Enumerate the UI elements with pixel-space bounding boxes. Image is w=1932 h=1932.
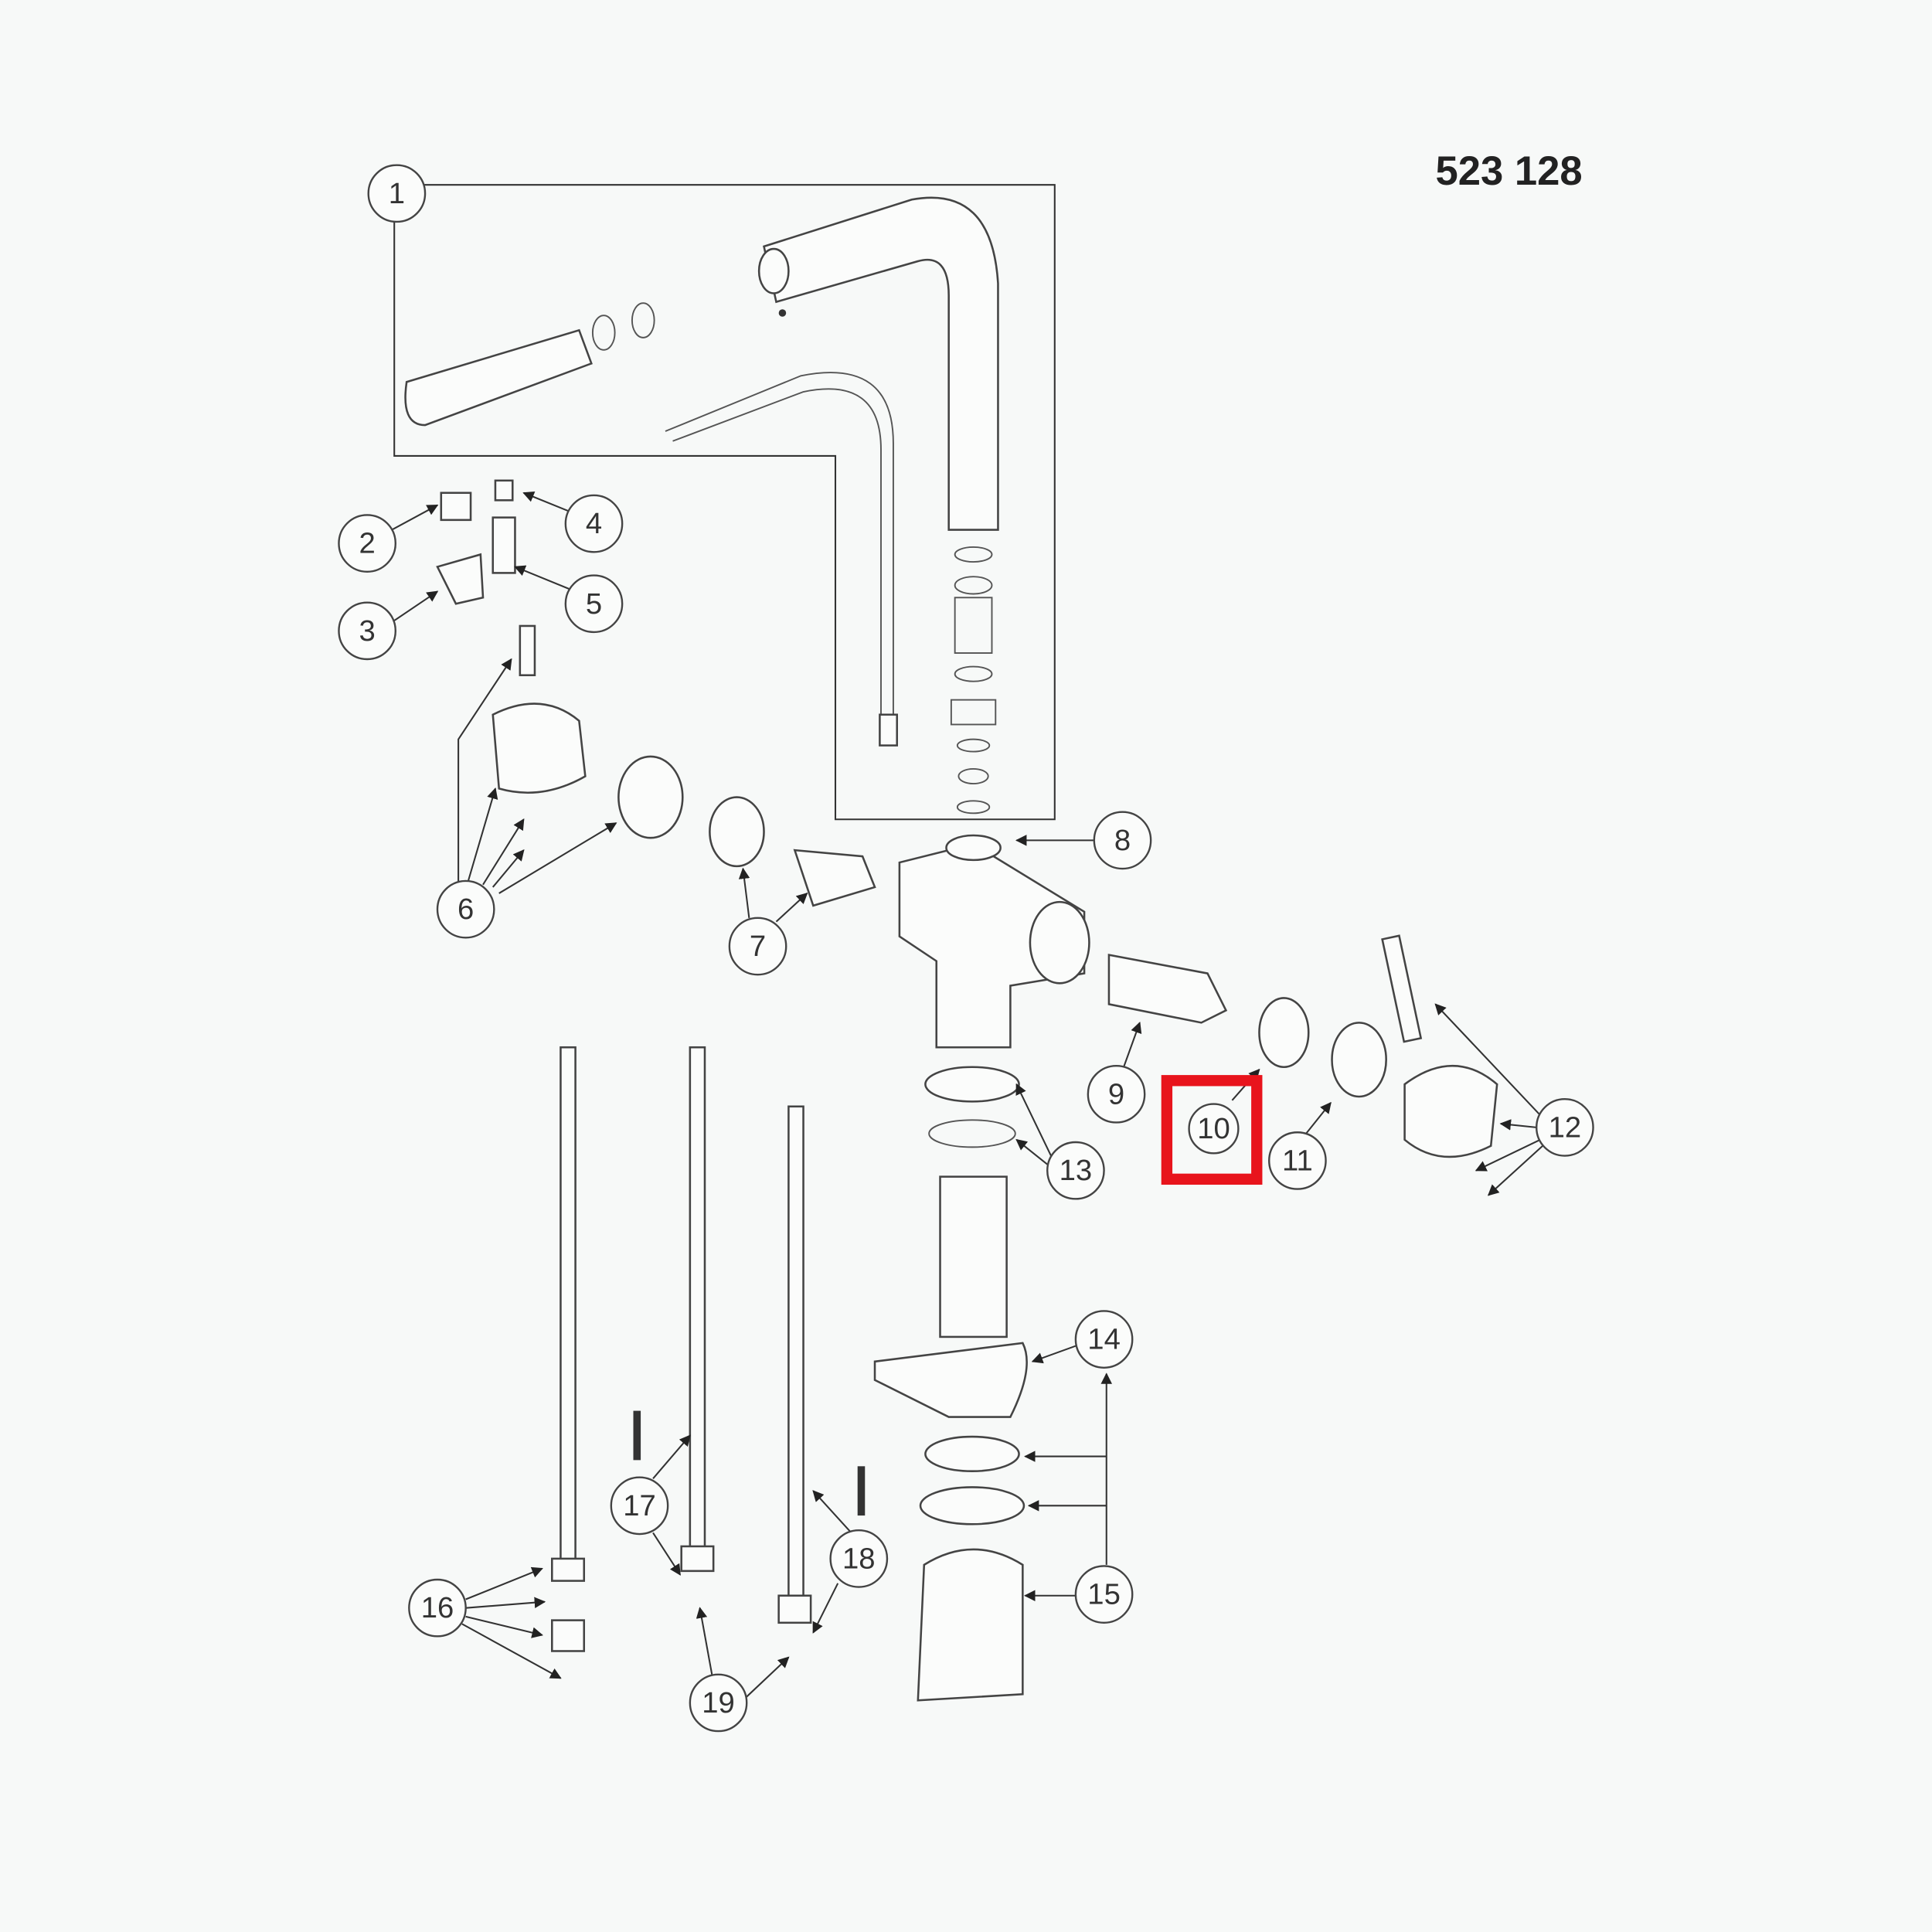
supply-hoses (551, 1046, 866, 1652)
highlight-box (1161, 1075, 1263, 1185)
callout-circle (689, 1673, 748, 1733)
callout-circle (728, 917, 787, 976)
callout-number: 4 (586, 507, 602, 540)
callout-13: 13 (1046, 1141, 1105, 1200)
body-parts (492, 702, 1498, 1702)
callout-circle (564, 574, 624, 634)
callout-15: 15 (1074, 1565, 1134, 1624)
callout-circle (1093, 811, 1152, 870)
callout-number: 1 (389, 177, 405, 210)
callout-7: 7 (728, 917, 787, 976)
callout-number: 2 (359, 527, 375, 560)
callout-3: 3 (338, 601, 396, 661)
callout-19: 19 (689, 1673, 748, 1733)
leader-lines (391, 491, 1543, 1699)
callout-number: 8 (1114, 824, 1131, 857)
callout-circle (367, 164, 427, 223)
callout-circle (829, 1529, 889, 1588)
callout-circle (408, 1578, 467, 1638)
callout-circle (338, 514, 396, 573)
callout-number: 19 (702, 1686, 735, 1719)
part-number-title: 523 128 (1435, 148, 1582, 194)
callout-9: 9 (1087, 1064, 1146, 1124)
callout-10: 10 (1188, 1103, 1240, 1155)
callout-4: 4 (564, 494, 624, 553)
callout-circle (436, 879, 495, 939)
small-parts-2-5 (436, 479, 536, 676)
callout-circle (610, 1476, 669, 1536)
callout-number: 18 (842, 1542, 876, 1575)
callout-circle (1074, 1310, 1134, 1369)
callout-2: 2 (338, 514, 396, 573)
spout-assembly (404, 196, 999, 815)
callout-circle (564, 494, 624, 553)
callout-circle (1188, 1103, 1240, 1155)
callout-11: 11 (1268, 1131, 1327, 1190)
callout-circle (1074, 1565, 1134, 1624)
callout-number: 7 (750, 930, 766, 963)
callout-number: 16 (421, 1591, 454, 1624)
callout-number: 13 (1060, 1154, 1093, 1187)
callout-circle (1046, 1141, 1105, 1200)
callout-number: 9 (1108, 1077, 1124, 1111)
callout-circle (338, 601, 396, 661)
callout-circle (1268, 1131, 1327, 1190)
callout-16: 16 (408, 1578, 467, 1638)
callout-14: 14 (1074, 1310, 1134, 1369)
callout-number: 5 (586, 587, 602, 621)
callout-circle (1087, 1064, 1146, 1124)
callout-6: 6 (436, 879, 495, 939)
callout-number: 10 (1197, 1112, 1230, 1145)
callout-17: 17 (610, 1476, 669, 1536)
callout-circle (1536, 1097, 1594, 1157)
callout-number: 15 (1087, 1578, 1121, 1611)
callout-18: 18 (829, 1529, 889, 1588)
assembly-1-outline (393, 184, 1056, 821)
callout-5: 5 (564, 574, 624, 634)
callout-number: 11 (1282, 1144, 1313, 1177)
callout-number: 12 (1549, 1111, 1582, 1144)
callout-8: 8 (1093, 811, 1152, 870)
callout-number: 6 (457, 893, 474, 926)
callout-1: 1 (367, 164, 427, 223)
callout-number: 3 (359, 614, 375, 648)
callout-number: 14 (1087, 1323, 1121, 1356)
callout-number: 17 (623, 1489, 656, 1522)
callout-12: 12 (1536, 1097, 1594, 1157)
